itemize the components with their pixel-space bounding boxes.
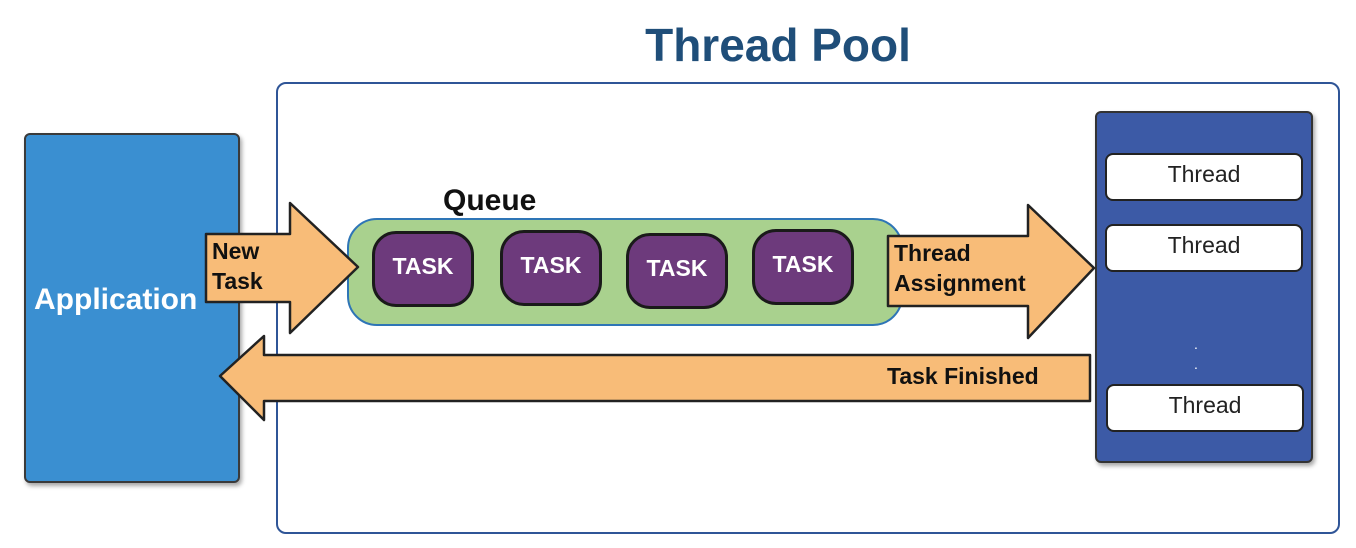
application-label: Application bbox=[34, 283, 198, 316]
thread-assignment-label-line: Thread bbox=[894, 240, 971, 266]
new-task-label-line: Task bbox=[212, 268, 263, 294]
thread-assignment-arrow bbox=[886, 203, 1096, 340]
task-finished-arrow bbox=[218, 334, 1092, 422]
thread-assignment-label: Thread Assignment bbox=[894, 238, 1026, 298]
task-item: TASK bbox=[752, 229, 854, 305]
task-item: TASK bbox=[626, 233, 728, 309]
task-item: TASK bbox=[372, 231, 474, 307]
new-task-label: New Task bbox=[212, 236, 263, 296]
task-finished-label: Task Finished bbox=[887, 363, 1039, 389]
task-item: TASK bbox=[500, 230, 602, 306]
diagram-title: Thread Pool bbox=[645, 19, 911, 71]
thread-item: Thread bbox=[1105, 153, 1303, 201]
new-task-label-line: New bbox=[212, 238, 260, 264]
ellipsis-dots: .. bbox=[1194, 336, 1198, 372]
application-box bbox=[24, 133, 240, 483]
threads-panel: Thread Thread Thread bbox=[1095, 111, 1313, 463]
thread-item: Thread bbox=[1106, 384, 1304, 432]
new-task-arrow bbox=[204, 201, 360, 335]
thread-assignment-label-line: Assignment bbox=[894, 270, 1026, 296]
queue-label: Queue bbox=[443, 184, 537, 217]
thread-item: Thread bbox=[1105, 224, 1303, 272]
